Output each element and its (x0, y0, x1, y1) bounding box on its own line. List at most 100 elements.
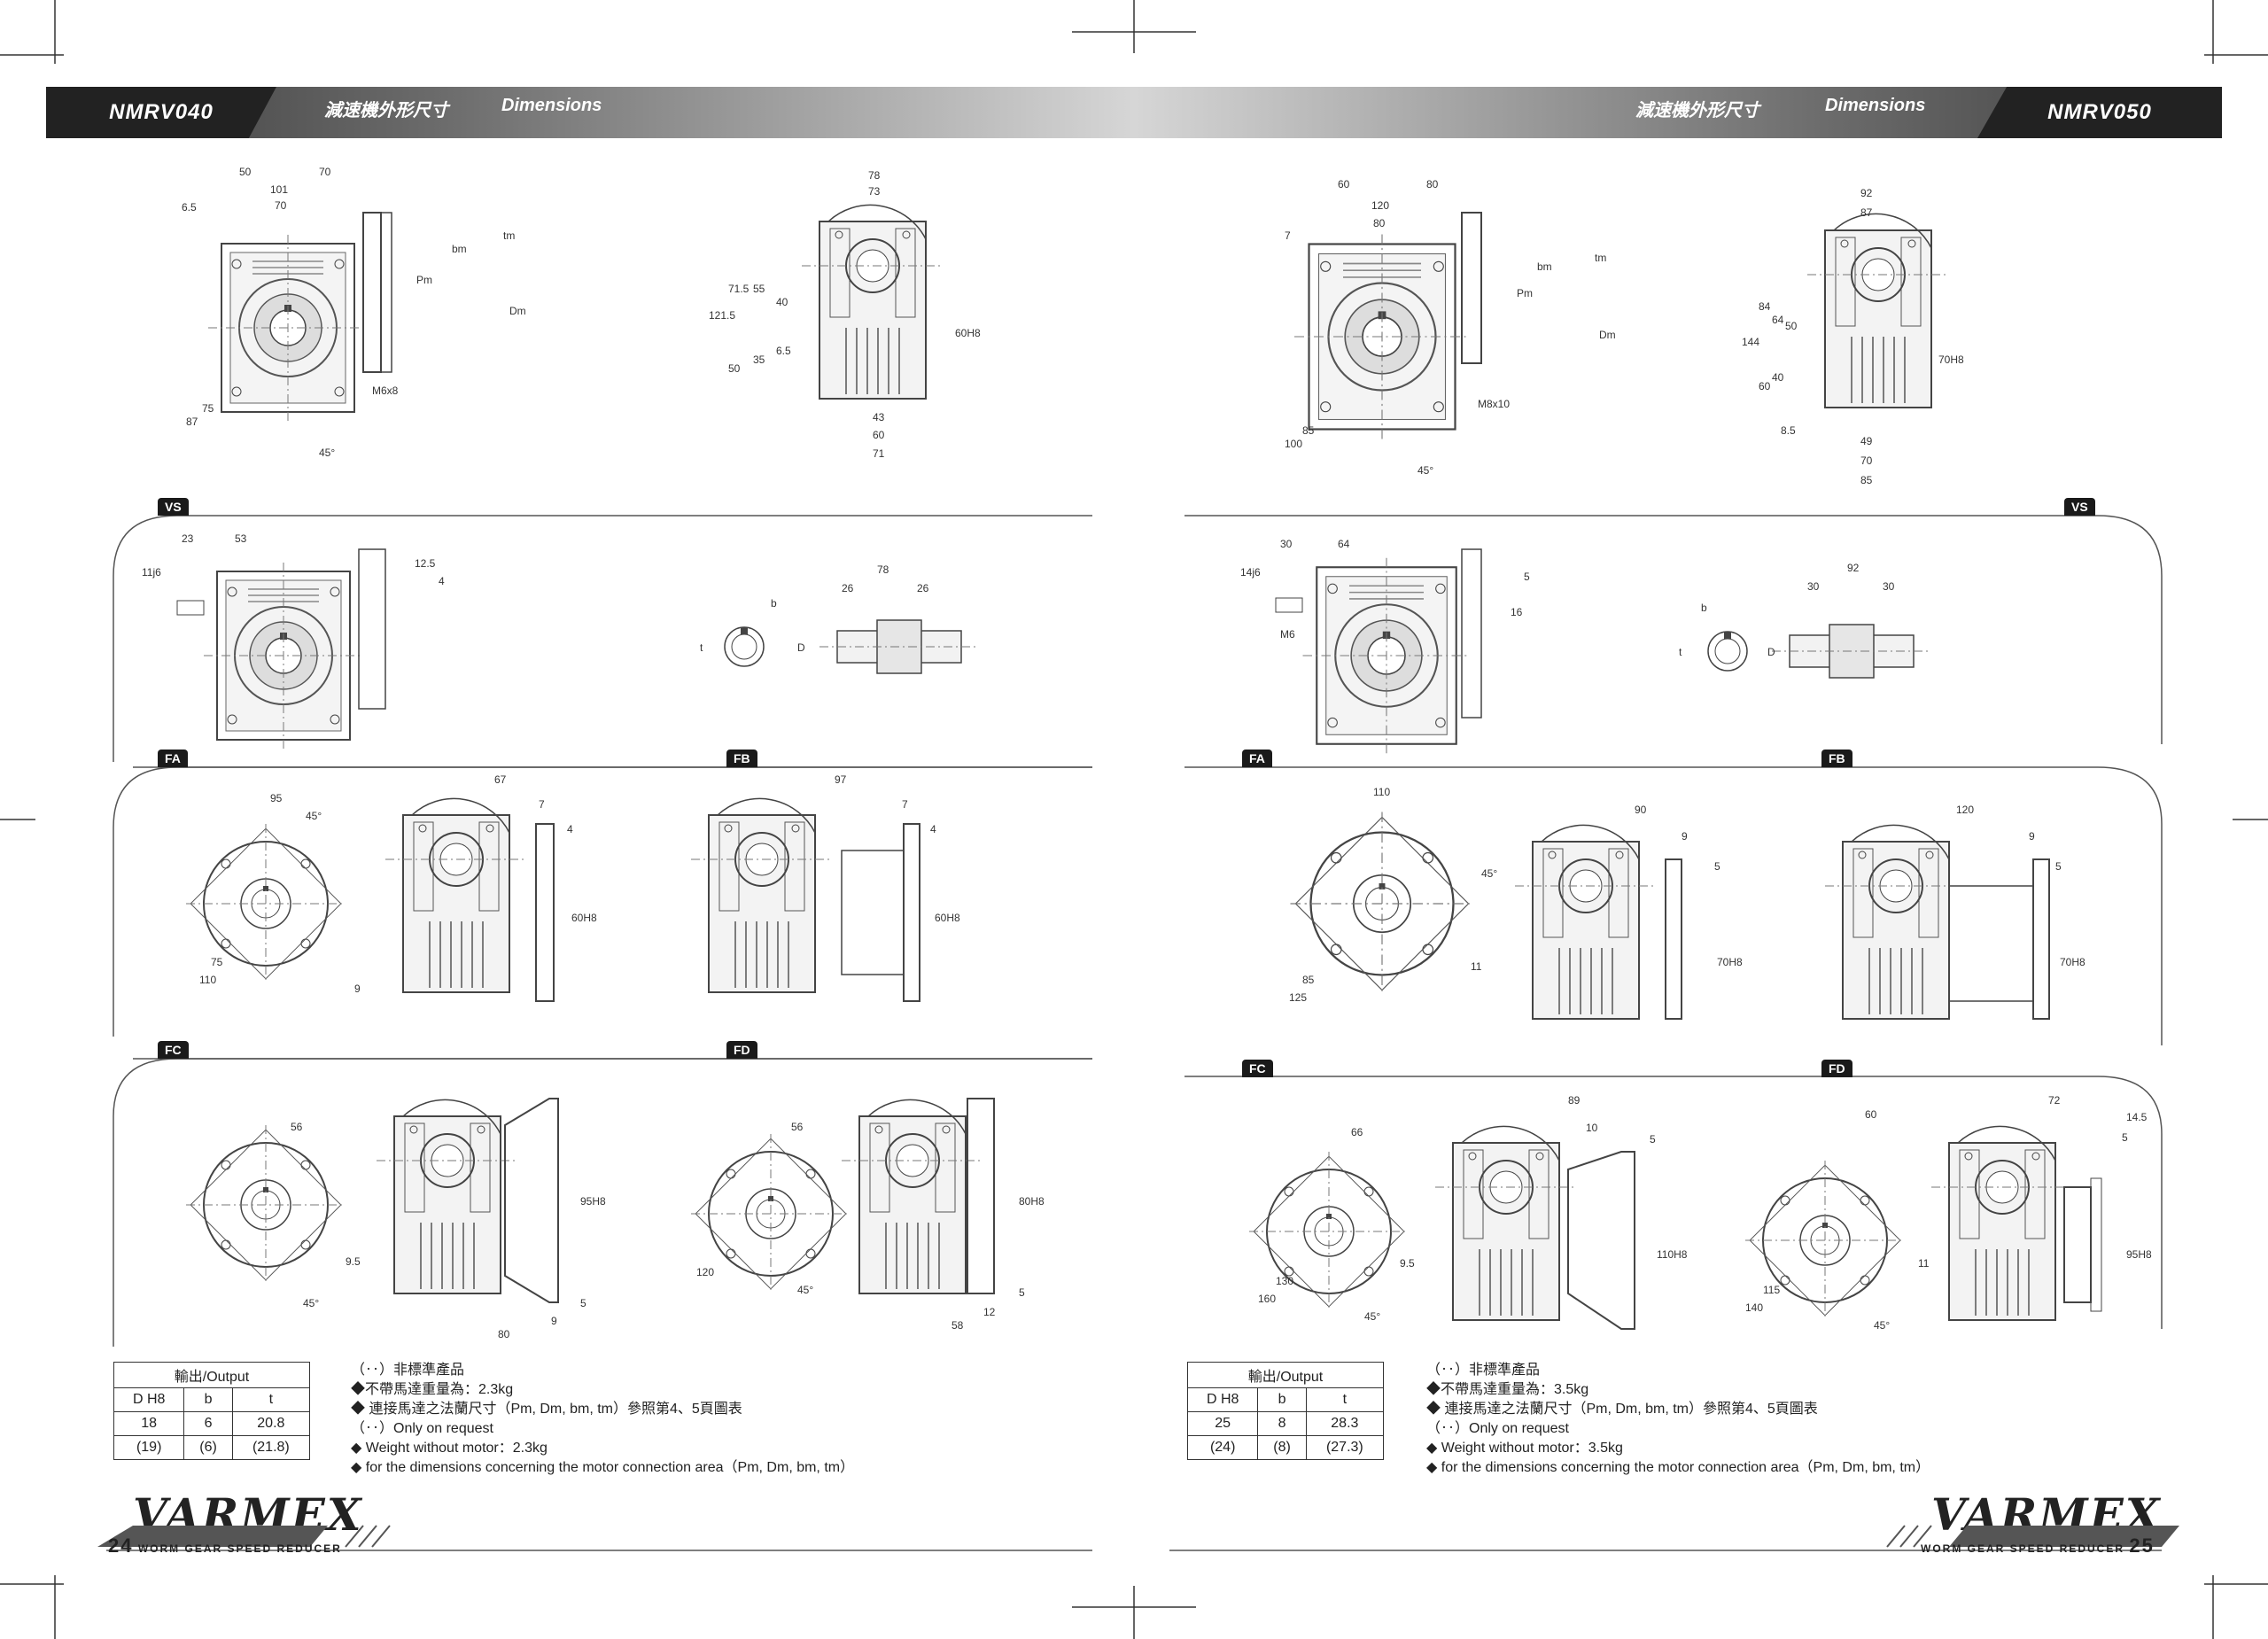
right-output-table: 輸出/Output D H8 b t 25 8 28.3 (24) (8) (2… (1186, 1362, 1385, 1460)
dim-label: Pm (416, 274, 432, 286)
left-vs-front-view (207, 212, 392, 422)
dim-label: 71.5 (728, 283, 750, 295)
right-fb-views (1707, 624, 1932, 679)
dim-label: 60H8 (935, 912, 960, 924)
dim-label: 30 (1807, 580, 1820, 593)
left-footer: 24 WORM GEAR SPEED REDUCER (108, 1534, 342, 1557)
dim-label: 50 (1785, 320, 1798, 332)
dim-label: bm (452, 243, 467, 255)
dim-label: 64 (1338, 538, 1350, 550)
dim-label: 90 (1635, 804, 1647, 816)
dim-label: 30 (1280, 538, 1293, 550)
right-title-en: Dimensions (1825, 96, 1926, 115)
left-notes: （‥）非標準產品 ◆不帶馬達重量為：2.3kg ◆ 連接馬達之法蘭尺寸（Pm, … (351, 1361, 854, 1478)
dim-label: Dm (509, 305, 526, 317)
dim-label: 80 (1426, 178, 1439, 190)
right-footer-text: WORM GEAR SPEED REDUCER (1921, 1542, 2125, 1555)
left-footer-text: WORM GEAR SPEED REDUCER (137, 1542, 342, 1555)
dim-label: 70 (319, 166, 331, 178)
right-footer: WORM GEAR SPEED REDUCER 25 (1921, 1534, 2155, 1557)
dim-label: 9 (2029, 830, 2035, 843)
left-title-en: Dimensions (501, 96, 602, 115)
dim-label: 160 (1258, 1293, 1276, 1305)
dim-label: 43 (873, 411, 885, 423)
dim-label: 14.5 (2126, 1111, 2148, 1123)
dim-label: 80 (1373, 217, 1386, 229)
dim-label: 87 (186, 416, 198, 428)
left-label-fa: FA (158, 750, 188, 767)
right-fa-front-view (1275, 548, 1482, 755)
dim-label: 5 (2055, 860, 2062, 873)
dim-label: 53 (235, 532, 247, 545)
dim-label: 120 (696, 1266, 714, 1278)
dim-label: 60 (1338, 178, 1350, 190)
dim-label: 70 (1860, 454, 1873, 467)
dim-label: 5 (580, 1297, 586, 1309)
left-dimension-labels: 50 70 101 70 6.5 Pm bm tm Dm M6x8 87 75 … (142, 166, 1045, 1340)
dim-label: b (771, 597, 777, 610)
left-bottom-flange-2 (690, 1133, 851, 1294)
dim-label: 70H8 (2060, 956, 2085, 968)
note-line: （‥）非標準產品 (351, 1363, 465, 1378)
dim-label: 10 (1586, 1122, 1598, 1134)
right-bottom-side-2 (1930, 1125, 2102, 1321)
col-header: D H8 (113, 1387, 185, 1412)
dim-label: 92 (1860, 187, 1873, 199)
dim-label: 89 (1568, 1094, 1581, 1107)
note-line: ◆ 連接馬達之法蘭尺寸（Pm, Dm, bm, tm）參照第4、5頁圖表 (351, 1402, 742, 1417)
dim-label: 60H8 (571, 912, 597, 924)
dim-label: 35 (753, 353, 765, 366)
dim-label: 100 (1285, 438, 1302, 450)
dim-label: 110 (199, 974, 216, 986)
dim-label: 70 (275, 199, 287, 212)
dim-label: tm (1595, 252, 1606, 264)
dim-label: 11j6 (142, 566, 161, 579)
dim-label: 4 (930, 823, 936, 835)
right-label-fa: FA (1242, 750, 1272, 767)
dim-label: 14j6 (1240, 566, 1261, 579)
dim-label: D (1767, 646, 1775, 658)
dim-label: 95H8 (580, 1195, 606, 1208)
dim-label: 95 (270, 792, 283, 804)
dim-label: 60 (1865, 1108, 1877, 1121)
right-model-tab: NMRV050 (1977, 87, 2222, 138)
right-bottom-side-1 (1434, 1125, 1635, 1330)
dim-label: 40 (1772, 371, 1784, 384)
dim-label: 45° (1874, 1319, 1890, 1332)
right-label-vs: VS (2064, 498, 2095, 516)
dim-label: 73 (868, 185, 881, 198)
left-fc-flange (185, 823, 346, 984)
note-line: （‥）非標準產品 (1426, 1363, 1541, 1378)
dim-label: 5 (2122, 1131, 2128, 1144)
dim-label: 66 (1351, 1126, 1363, 1138)
right-model-label: NMRV050 (2047, 100, 2152, 124)
table-cell: (6) (183, 1435, 233, 1460)
table-cell: (24) (1186, 1435, 1259, 1460)
dim-label: 7 (539, 798, 545, 811)
dim-label: 80 (498, 1328, 510, 1340)
dim-label: 72 (2048, 1094, 2061, 1107)
left-title-cn: 減速機外形尺寸 (324, 101, 448, 120)
right-vs-side-view (1806, 213, 1950, 408)
left-logo-stripes (97, 1525, 391, 1548)
col-header: b (1257, 1387, 1307, 1412)
note-line: ◆ for the dimensions concerning the moto… (1426, 1460, 1930, 1475)
dim-label: M6 (1280, 628, 1295, 641)
dim-label: 7 (902, 798, 908, 811)
left-model-tab: NMRV040 (46, 87, 276, 138)
dim-label: 40 (776, 296, 788, 308)
dim-label: 95H8 (2126, 1248, 2152, 1261)
dim-label: bm (1537, 260, 1552, 273)
col-header: t (231, 1387, 311, 1412)
note-line: ◆不帶馬達重量為：2.3kg (351, 1382, 514, 1397)
dim-label: M6x8 (372, 385, 399, 397)
dim-label: 16 (1511, 606, 1523, 618)
dim-label: 87 (1860, 206, 1873, 219)
dim-label: 60H8 (955, 327, 981, 339)
dim-label: 85 (1302, 974, 1315, 986)
note-line: ◆ 連接馬達之法蘭尺寸（Pm, Dm, bm, tm）參照第4、5頁圖表 (1426, 1402, 1818, 1417)
dim-label: 4 (439, 575, 445, 587)
note-line: （‥）Only on request (351, 1421, 493, 1436)
